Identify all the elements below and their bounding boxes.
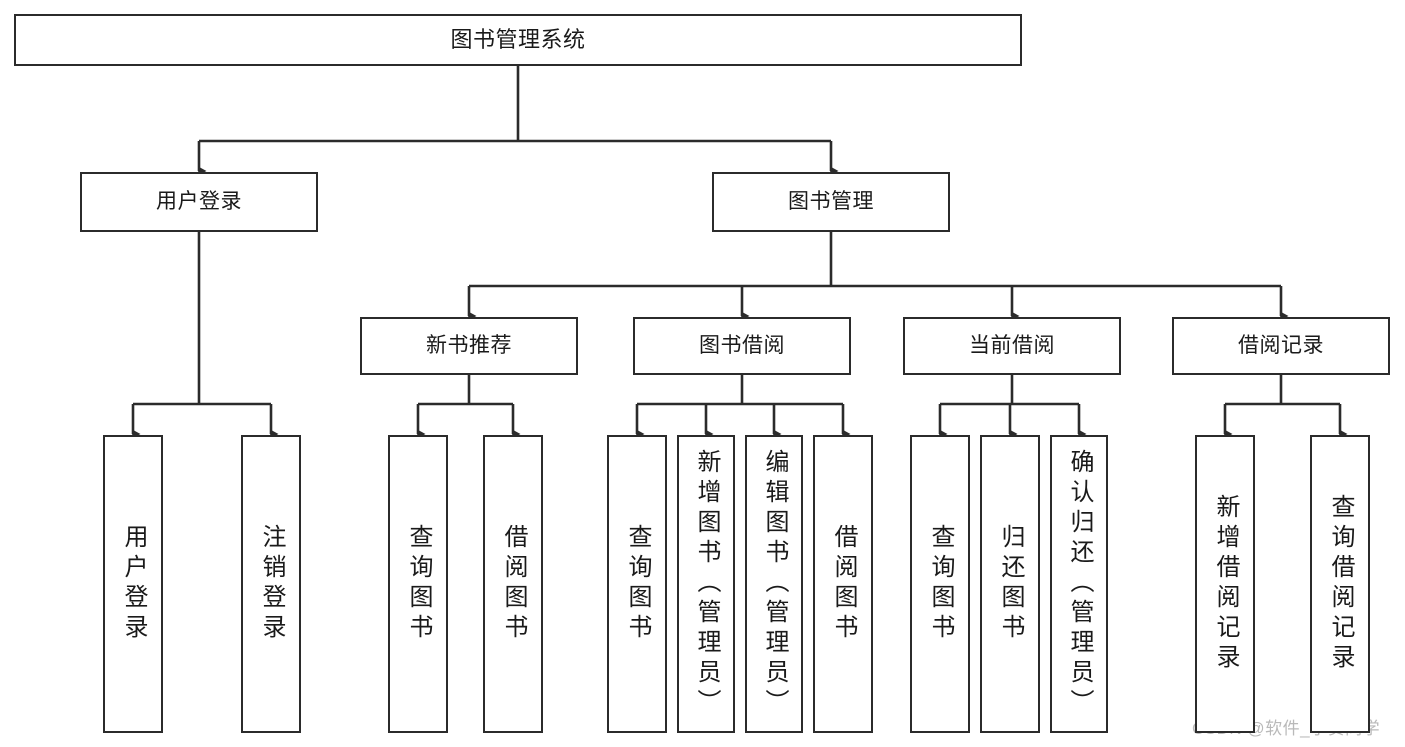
node-label: 图书管理 (788, 189, 874, 213)
node-leaf4[interactable]: 借阅图书 (483, 435, 543, 733)
node-label: 借阅图书 (500, 524, 527, 644)
node-root[interactable]: 图书管理系统 (14, 14, 1022, 66)
node-leaf5[interactable]: 查询图书 (607, 435, 667, 733)
node-label: 新书推荐 (426, 333, 512, 357)
node-label: 用户登录 (156, 189, 242, 213)
node-leaf3[interactable]: 查询图书 (388, 435, 448, 733)
node-label: 借阅图书 (830, 524, 857, 644)
node-login[interactable]: 用户登录 (80, 172, 318, 232)
node-borrow[interactable]: 图书借阅 (633, 317, 851, 375)
node-label: 新增图书（管理员） (693, 449, 720, 719)
node-leaf9[interactable]: 查询图书 (910, 435, 970, 733)
node-label: 当前借阅 (969, 333, 1055, 357)
node-label: 查询图书 (927, 524, 954, 644)
node-label: 归还图书 (997, 524, 1024, 644)
node-leaf8[interactable]: 借阅图书 (813, 435, 873, 733)
node-newbook[interactable]: 新书推荐 (360, 317, 578, 375)
node-current[interactable]: 当前借阅 (903, 317, 1121, 375)
node-leaf12[interactable]: 新增借阅记录 (1195, 435, 1255, 733)
node-leaf2[interactable]: 注销登录 (241, 435, 301, 733)
node-label: 图书管理系统 (450, 27, 586, 53)
node-label: 借阅记录 (1238, 333, 1324, 357)
node-leaf6[interactable]: 新增图书（管理员） (677, 435, 735, 733)
node-label: 确认归还（管理员） (1066, 449, 1093, 719)
node-label: 查询图书 (624, 524, 651, 644)
node-label: 查询图书 (405, 524, 432, 644)
node-leaf11[interactable]: 确认归还（管理员） (1050, 435, 1108, 733)
node-label: 图书借阅 (699, 333, 785, 357)
node-label: 编辑图书（管理员） (761, 449, 788, 719)
node-leaf13[interactable]: 查询借阅记录 (1310, 435, 1370, 733)
node-leaf10[interactable]: 归还图书 (980, 435, 1040, 733)
node-records[interactable]: 借阅记录 (1172, 317, 1390, 375)
node-label: 注销登录 (258, 524, 285, 644)
node-leaf7[interactable]: 编辑图书（管理员） (745, 435, 803, 733)
node-leaf1[interactable]: 用户登录 (103, 435, 163, 733)
node-label: 新增借阅记录 (1212, 494, 1239, 674)
node-bookmgmt[interactable]: 图书管理 (712, 172, 950, 232)
node-label: 查询借阅记录 (1327, 494, 1354, 674)
node-label: 用户登录 (120, 524, 147, 644)
